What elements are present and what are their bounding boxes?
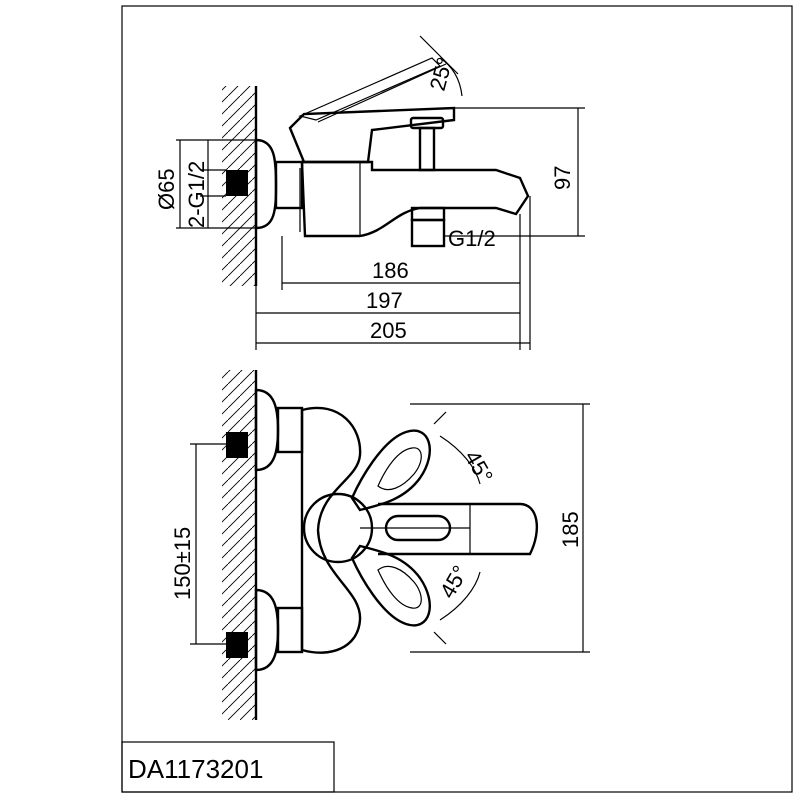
page-border: [121, 5, 793, 793]
wall-hatch-lower: [222, 370, 256, 720]
length-2-label: 197: [366, 288, 403, 313]
angle-upper-label: 45°: [460, 446, 498, 487]
length-3-label: 205: [370, 318, 407, 343]
length-1-label: 186: [372, 258, 409, 283]
diameter-label: Ø65: [154, 168, 179, 210]
width-label: 185: [558, 511, 583, 548]
angle-label: 25°: [425, 55, 458, 94]
side-view: [176, 35, 585, 350]
height-label: 97: [550, 166, 575, 190]
top-view: [190, 370, 590, 720]
inlet-label: 2-G1/2: [184, 161, 209, 228]
title-block: [121, 741, 335, 793]
centers-label: 150±15: [170, 527, 195, 600]
model-number: DA1173201: [128, 754, 263, 784]
outlet-label: G1/2: [448, 226, 496, 251]
